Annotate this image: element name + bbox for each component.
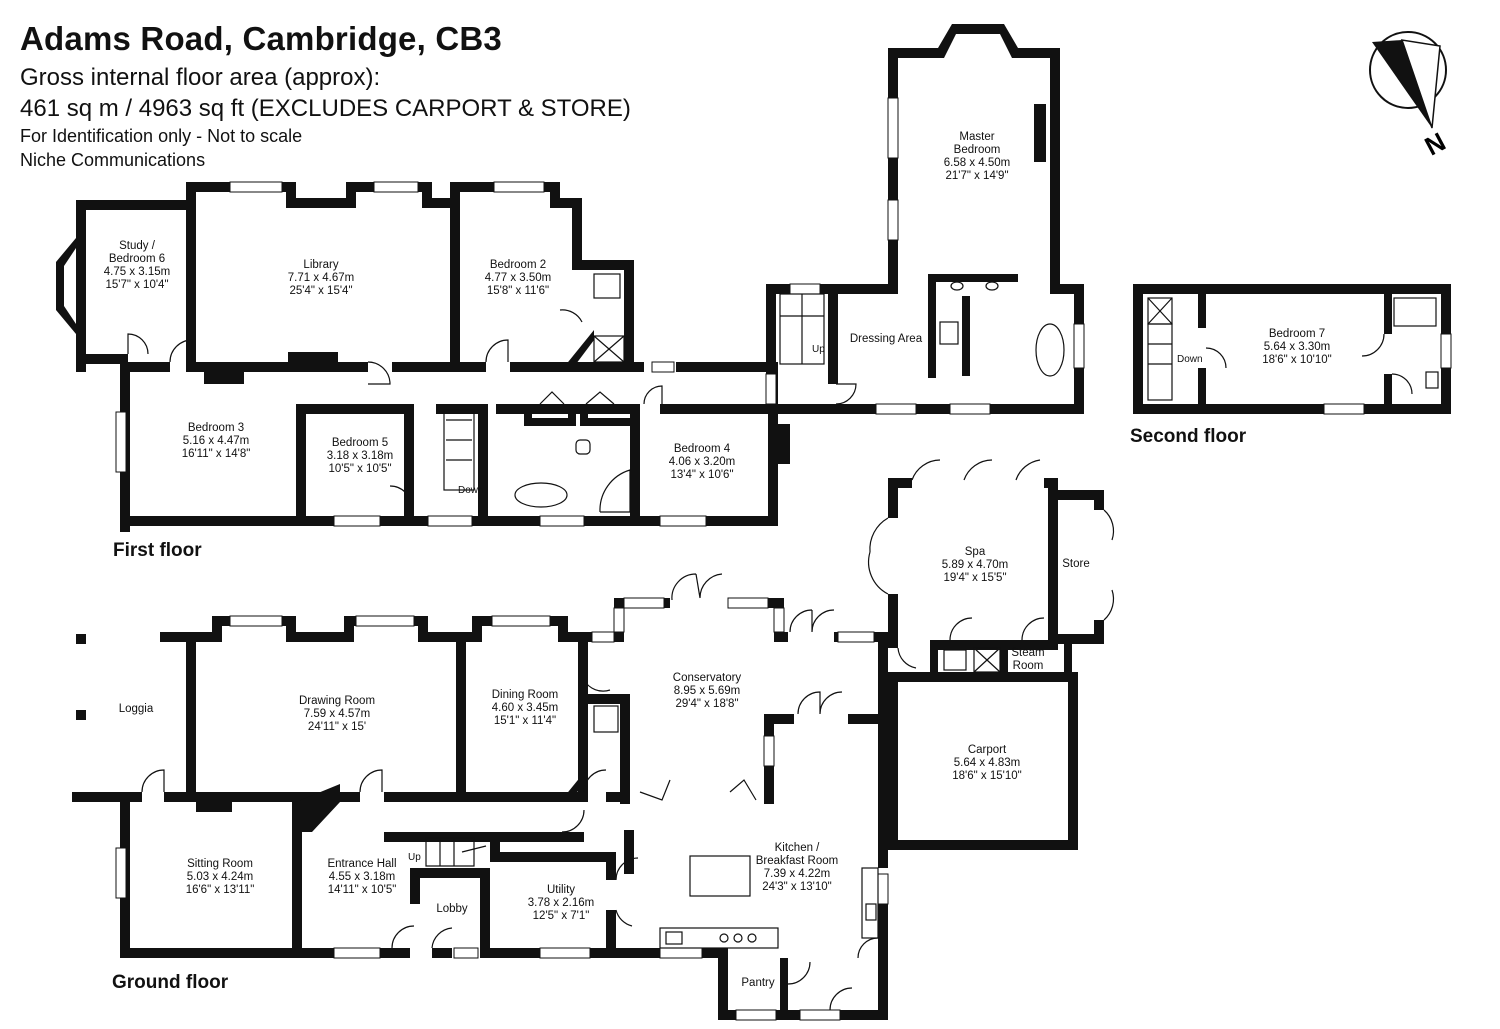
room-bedroom2-metric: 4.77 x 3.50m (485, 272, 551, 284)
room-master-metric: 6.58 x 4.50m (944, 157, 1010, 169)
first-floor-fixtures (446, 273, 1065, 513)
stair-down-first: Down (458, 485, 484, 496)
floor-label-second: Second floor (1130, 426, 1247, 447)
room-kitchen-name-1: Kitchen / (775, 842, 821, 854)
compass-icon: N (1369, 31, 1451, 162)
room-lobby-name: Lobby (436, 903, 468, 915)
ground-floor-plan: Spa 5.89 x 4.70m 19'4" x 15'5" Store Ste… (72, 459, 1115, 1021)
ground-floor-windows (115, 597, 889, 1021)
room-library-name: Library (303, 259, 338, 271)
room-drawing-metric: 7.59 x 4.57m (304, 708, 370, 720)
ground-floor-doors (141, 459, 1115, 1011)
room-kitchen-metric: 7.39 x 4.22m (764, 868, 830, 880)
room-bedroom7-imperial: 18'6" x 10'10" (1262, 354, 1331, 366)
room-utility-imperial: 12'5" x 7'1" (533, 910, 590, 922)
room-dining-name: Dining Room (492, 689, 558, 701)
room-master-name-1: Master (959, 131, 994, 143)
first-floor-doors (127, 309, 857, 509)
first-floor-plan: Study / Bedroom 6 4.75 x 3.15m 15'7" x 1… (56, 24, 1085, 561)
room-utility-metric: 3.78 x 2.16m (528, 897, 594, 909)
room-carport-imperial: 18'6" x 15'10" (952, 770, 1021, 782)
compass-north-label: N (1420, 126, 1451, 161)
room-sitting-imperial: 16'6" x 13'11" (186, 884, 255, 896)
room-sitting-name: Sitting Room (187, 858, 253, 870)
room-kitchen-name-2: Breakfast Room (756, 855, 838, 867)
room-carport-name: Carport (968, 744, 1007, 756)
room-bedroom2-name: Bedroom 2 (490, 259, 546, 271)
room-bedroom7-name: Bedroom 7 (1269, 328, 1325, 340)
room-bedroom3-name: Bedroom 3 (188, 422, 244, 434)
ground-floor-labels: Spa 5.89 x 4.70m 19'4" x 15'5" Store Ste… (112, 546, 1090, 993)
room-conservatory-metric: 8.95 x 5.69m (674, 685, 740, 697)
room-spa-imperial: 19'4" x 15'5" (943, 572, 1006, 584)
room-library-imperial: 25'4" x 15'4" (289, 285, 352, 297)
second-floor-plan: Bedroom 7 5.64 x 3.30m 18'6" x 10'10" Do… (1130, 284, 1452, 447)
room-utility-name: Utility (547, 884, 575, 896)
room-drawing-imperial: 24'11" x 15' (308, 721, 366, 733)
room-entrance-metric: 4.55 x 3.18m (329, 871, 395, 883)
room-dressing-name: Dressing Area (850, 333, 923, 345)
first-floor-labels: Study / Bedroom 6 4.75 x 3.15m 15'7" x 1… (104, 131, 1010, 561)
room-dining-metric: 4.60 x 3.45m (492, 702, 558, 714)
room-kitchen-imperial: 24'3" x 13'10" (762, 881, 831, 893)
room-conservatory-imperial: 29'4" x 18'8" (675, 698, 738, 710)
stair-down-second: Down (1177, 354, 1203, 365)
disclaimer-note: For Identification only - Not to scale (20, 126, 303, 146)
room-bedroom7-metric: 5.64 x 3.30m (1264, 341, 1330, 353)
room-master-imperial: 21'7" x 14'9" (945, 170, 1008, 182)
room-entrance-name: Entrance Hall (327, 858, 396, 870)
room-store-name: Store (1062, 558, 1090, 570)
room-bedroom5-metric: 3.18 x 3.18m (327, 450, 393, 462)
room-carport-metric: 5.64 x 4.83m (954, 757, 1020, 769)
floor-label-first: First floor (113, 540, 202, 561)
room-entrance-imperial: 14'11" x 10'5" (328, 884, 397, 896)
room-study-name-2: Bedroom 6 (109, 253, 165, 265)
first-floor-windows (115, 97, 1085, 527)
room-bedroom5-imperial: 10'5" x 10'5" (328, 463, 391, 475)
room-bedroom5-name: Bedroom 5 (332, 437, 388, 449)
room-study-name-1: Study / (119, 240, 156, 252)
room-bedroom3-imperial: 16'11" x 14'8" (182, 448, 251, 460)
ground-floor-fixtures (425, 647, 1001, 949)
room-loggia-name: Loggia (119, 703, 154, 715)
room-dining-imperial: 15'1" x 11'4" (494, 715, 556, 727)
room-steam-name-2: Room (1013, 660, 1044, 672)
room-library-metric: 7.71 x 4.67m (288, 272, 354, 284)
room-spa-name: Spa (965, 546, 986, 558)
room-study-metric: 4.75 x 3.15m (104, 266, 170, 278)
room-study-imperial: 15'7" x 10'4" (105, 279, 168, 291)
page-title: Adams Road, Cambridge, CB3 (20, 20, 502, 57)
room-sitting-metric: 5.03 x 4.24m (187, 871, 253, 883)
room-drawing-name: Drawing Room (299, 695, 375, 707)
room-bedroom3-metric: 5.16 x 4.47m (183, 435, 249, 447)
room-master-name-2: Bedroom (954, 144, 1001, 156)
stair-up-first: Up (812, 344, 825, 355)
credit-line: Niche Communications (20, 150, 206, 170)
room-spa-metric: 5.89 x 4.70m (942, 559, 1008, 571)
stair-up-ground: Up (408, 852, 421, 863)
area-label: Gross internal floor area (approx): (20, 64, 381, 91)
room-bedroom4-name: Bedroom 4 (674, 443, 731, 455)
room-pantry-name: Pantry (741, 977, 774, 989)
room-bedroom2-imperial: 15'8" x 11'6" (487, 285, 549, 297)
area-value: 461 sq m / 4963 sq ft (EXCLUDES CARPORT … (20, 95, 631, 122)
room-conservatory-name: Conservatory (673, 672, 742, 684)
room-bedroom4-imperial: 13'4" x 10'6" (670, 469, 733, 481)
room-bedroom4-metric: 4.06 x 3.20m (669, 456, 735, 468)
floor-label-ground: Ground floor (112, 972, 229, 993)
room-steam-name-1: Steam (1011, 647, 1044, 659)
